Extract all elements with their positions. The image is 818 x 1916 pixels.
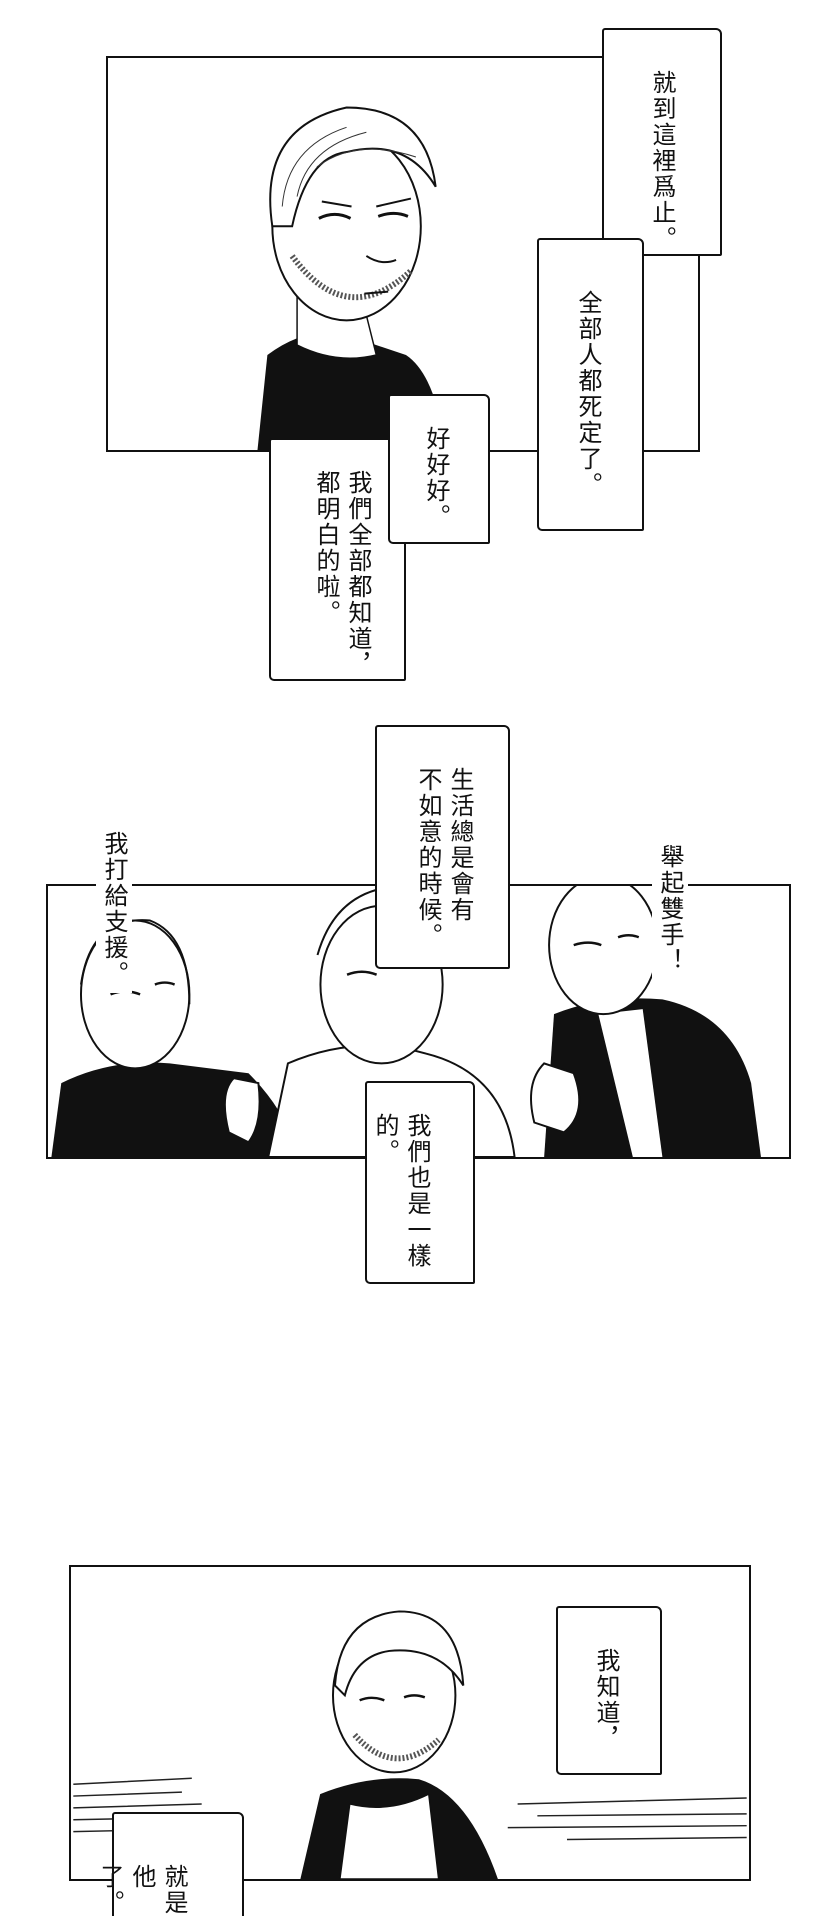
speech-bubble-okay-okay: 好好好。 [388, 394, 490, 544]
bubble-text: 生活總是會有 不如意的時候。 [414, 767, 474, 949]
bubble-text: 就是他了。 [96, 1864, 188, 1916]
bubble-text: 全部人都死定了。 [574, 290, 602, 498]
caption-hands-up: 舉起雙手！ [652, 838, 688, 980]
speech-bubble-it-is-him: 就是他了。 [96, 1812, 244, 1916]
speech-bubble-we-are-same: 我們也是一樣的。 [365, 1081, 475, 1284]
bubble-text: 我知道， [592, 1648, 620, 1752]
man-looking-down-illustration [73, 1610, 747, 1879]
bubble-text: 就到這裡爲止。 [648, 70, 676, 252]
speech-bubble-i-know: 我知道， [556, 1606, 662, 1775]
bearded-man-illustration [257, 106, 446, 450]
bubble-text: 我們也是一樣的。 [371, 1113, 431, 1269]
speech-bubble-life-not-always: 生活總是會有 不如意的時候。 [375, 725, 510, 969]
bubble-text: 好好好。 [422, 426, 450, 530]
caption-calling-backup: 我打給支援。 [96, 825, 132, 993]
speech-bubble-everyone-dead: 全部人都死定了。 [537, 238, 644, 531]
bubble-text: 我們全部都知道， 都明白的啦。 [312, 470, 372, 678]
speech-bubble-that-is-it: 就到這裡爲止。 [602, 28, 722, 256]
speech-bubble-we-all-know: 我們全部都知道， 都明白的啦。 [269, 438, 406, 681]
